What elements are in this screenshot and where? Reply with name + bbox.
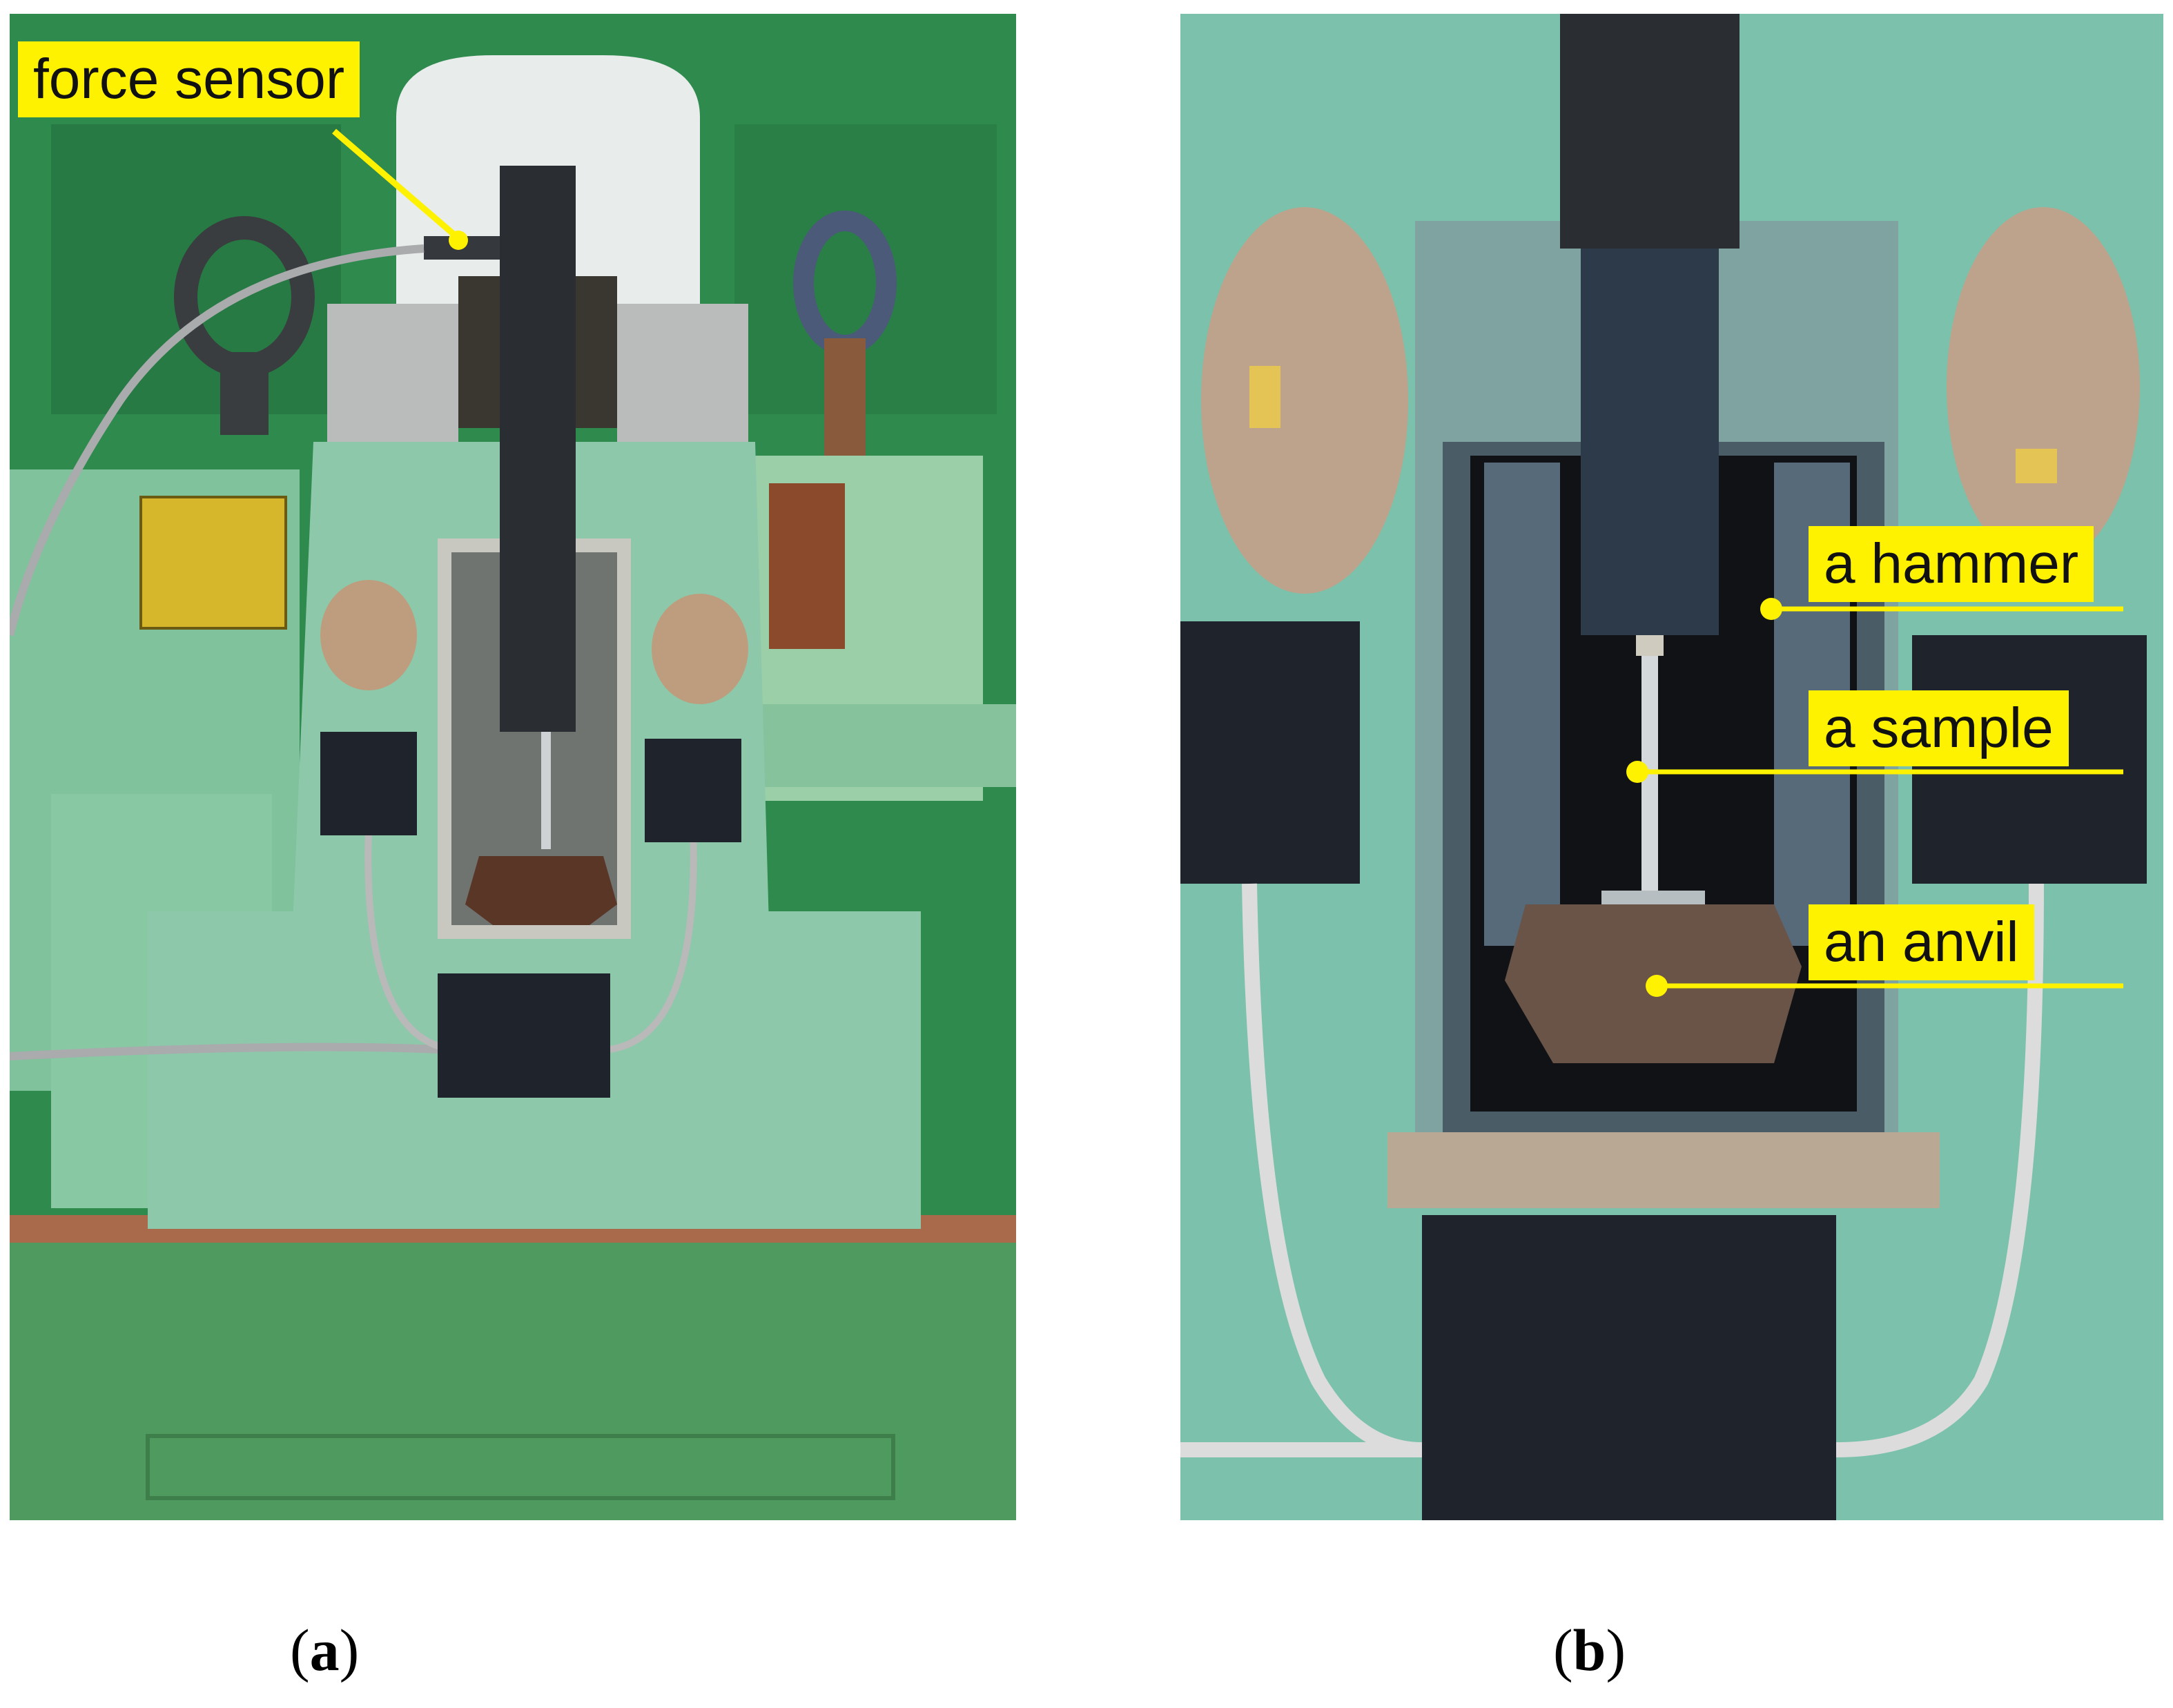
caption-panel-a: (a) [290, 1615, 359, 1685]
caption-b-letter: b [1572, 1617, 1606, 1683]
callout-anvil-text: an anvil [1824, 911, 2019, 973]
callout-hammer: a hammer [1809, 526, 2094, 602]
callout-anvil: an anvil [1809, 904, 2034, 980]
caption-a-open: ( [290, 1617, 310, 1683]
machine-overview-illustration [10, 14, 1016, 1520]
callout-force-sensor: force sensor [18, 41, 360, 117]
callout-sample: a sample [1809, 690, 2069, 766]
caption-panel-b: (b) [1553, 1615, 1626, 1685]
caption-b-close: ) [1606, 1617, 1626, 1683]
caption-a-letter: a [309, 1617, 340, 1683]
photo-panel-a: force sensor [10, 14, 1016, 1520]
hammer-closeup-illustration [1180, 14, 2163, 1520]
caption-a-close: ) [339, 1617, 360, 1683]
callout-hammer-text: a hammer [1824, 532, 2079, 595]
photo-panel-b: a hammer a sample an anvil [1180, 14, 2163, 1520]
callout-sample-text: a sample [1824, 697, 2054, 759]
caption-b-open: ( [1553, 1617, 1573, 1683]
callout-force-sensor-text: force sensor [33, 48, 345, 110]
